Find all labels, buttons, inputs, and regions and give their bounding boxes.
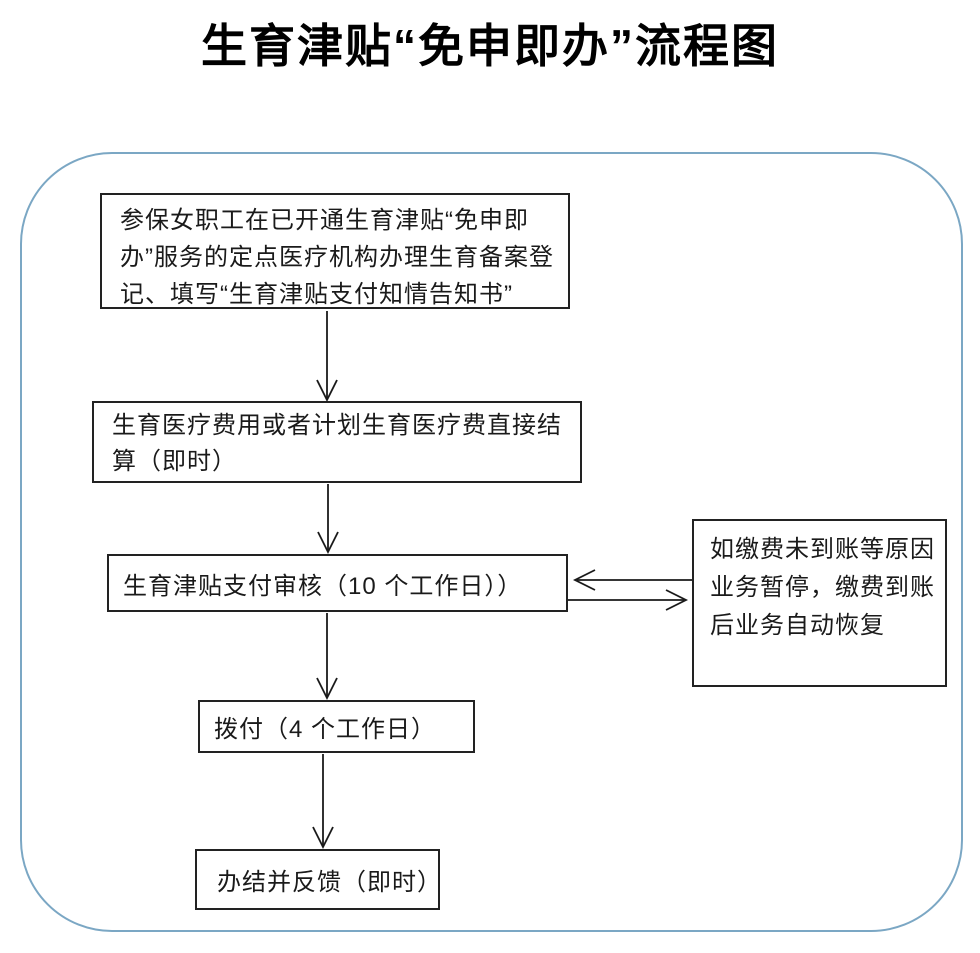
flow-node-medical-fee-settlement: 生育医疗费用或者计划生育医疗费直接结算（即时） [92,401,582,483]
flow-node-registration: 参保女职工在已开通生育津贴“免申即办”服务的定点医疗机构办理生育备案登记、填写“… [100,193,570,309]
flowchart-boundary [20,152,963,932]
flow-node-suspension-note: 如缴费未到账等原因业务暂停，缴费到账后业务自动恢复 [692,519,947,687]
flow-node-completion-feedback: 办结并反馈（即时） [195,849,441,910]
page-title: 生育津贴“免申即办”流程图 [201,20,779,72]
flow-node-payment-review: 生育津贴支付审核（10 个工作日）） [107,554,568,612]
flow-node-disbursement: 拨付（4 个工作日） [198,700,475,753]
